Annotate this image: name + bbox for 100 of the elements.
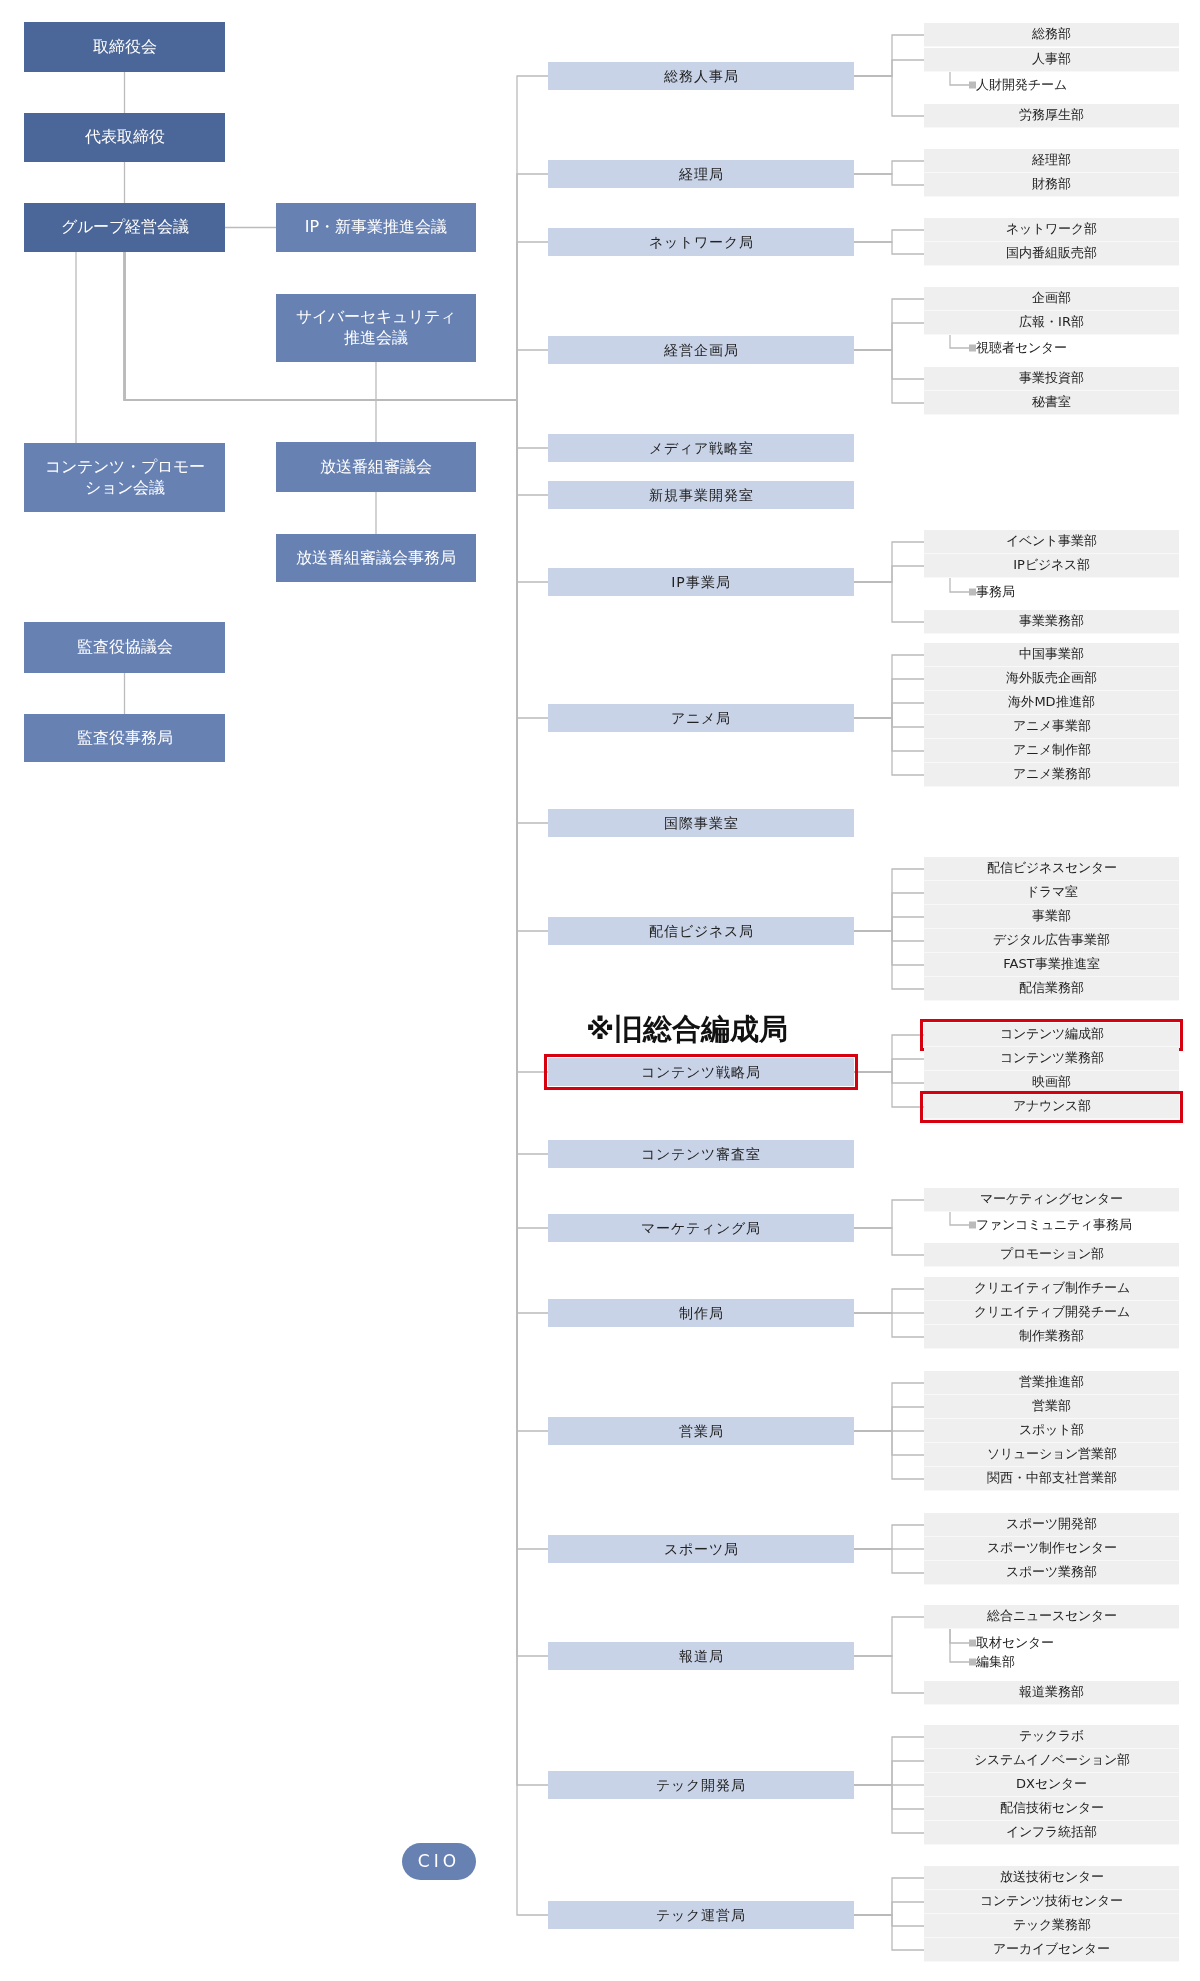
sub-unit-label: 編集部 [976,1652,1176,1672]
department-row: 営業部 [924,1395,1179,1419]
department-row: IPビジネス部 [924,554,1179,578]
connector-line [853,1312,925,1338]
bureau-box: テック運営局 [548,1901,854,1929]
connector-line [853,1227,925,1256]
org-box: IP・新事業推進会議 [276,203,476,252]
department-row: クリエイティブ制作チーム [924,1277,1179,1301]
department-row: アーカイブセンター [924,1938,1179,1962]
sub-unit-label: 事務局 [976,582,1176,602]
department-row: 事業部 [924,905,1179,929]
department-row: 広報・IR部 [924,311,1179,335]
connector-line [853,1430,925,1480]
department-row: FAST事業推進室 [924,953,1179,977]
department-row: 企画部 [924,287,1179,311]
bureau-box: テック開発局 [548,1771,854,1799]
department-row: システムイノベーション部 [924,1749,1179,1773]
department-row: 総合ニュースセンター [924,1605,1179,1629]
department-row: アニメ事業部 [924,715,1179,739]
bureau-box: スポーツ局 [548,1535,854,1563]
connector-line [853,1655,925,1694]
connector-line [949,1628,977,1666]
annotation-text: ※旧総合編成局 [586,1011,789,1048]
connector-line [853,75,925,117]
department-row: クリエイティブ開発チーム [924,1301,1179,1325]
bureau-box: マーケティング局 [548,1214,854,1242]
bureau-box: IP事業局 [548,568,854,596]
department-row: 配信技術センター [924,1797,1179,1821]
connector-line [75,251,77,444]
connector-line [949,71,977,89]
connector-line [123,71,126,114]
sub-unit-label: ファンコミュニティ事務局 [976,1215,1176,1235]
org-box: サイバーセキュリティ推進会議 [276,294,476,362]
org-box: 放送番組審議会事務局 [276,534,476,582]
department-row: コンテンツ業務部 [924,1047,1179,1071]
connector-line [853,1784,925,1834]
org-box: 監査役協議会 [24,622,225,673]
org-box: 監査役事務局 [24,714,225,762]
connector-line [853,241,925,255]
connector-line [375,491,377,535]
bureau-box: 報道局 [548,1642,854,1670]
org-box: 代表取締役 [24,113,225,162]
connector-line [949,577,977,596]
bureau-box: コンテンツ審査室 [548,1140,854,1168]
connector-line [123,672,126,715]
department-row: 制作業務部 [924,1325,1179,1349]
connector-line [123,161,126,204]
connector-line [949,1211,977,1229]
department-row: 海外販売企画部 [924,667,1179,691]
department-row: テック業務部 [924,1914,1179,1938]
department-row: 海外MD推進部 [924,691,1179,715]
department-row: 放送技術センター [924,1866,1179,1890]
org-box: コンテンツ・プロモーション会議 [24,443,225,512]
department-row: スポーツ業務部 [924,1561,1179,1585]
connector-line [949,334,977,352]
sub-unit-label: 取材センター [976,1633,1176,1653]
bureau-box: 国際事業室 [548,809,854,837]
bureau-box: 新規事業開発室 [548,481,854,509]
bureau-box: 総務人事局 [548,62,854,90]
department-row: イベント事業部 [924,530,1179,554]
connector-line [853,717,925,776]
department-row: 配信業務部 [924,977,1179,1001]
department-row: アニメ業務部 [924,763,1179,787]
connector-line [853,581,925,623]
department-row: DXセンター [924,1773,1179,1797]
bureau-box: 制作局 [548,1299,854,1327]
department-row: ソリューション営業部 [924,1443,1179,1467]
connector-line [853,1548,925,1574]
bureau-box: アニメ局 [548,704,854,732]
department-row: 国内番組販売部 [924,242,1179,266]
bureau-box: 経営企画局 [548,336,854,364]
bureau-box: メディア戦略室 [548,434,854,462]
department-row: ネットワーク部 [924,218,1179,242]
department-row: インフラ統括部 [924,1821,1179,1845]
connector-line [853,930,925,990]
department-row: 事業投資部 [924,367,1179,391]
department-row: 配信ビジネスセンター [924,857,1179,881]
org-box: グループ経営会議 [24,203,225,252]
department-row: 経理部 [924,149,1179,173]
department-row: スポーツ開発部 [924,1513,1179,1537]
org-box: 放送番組審議会 [276,442,476,492]
department-row: 関西・中部支社営業部 [924,1467,1179,1491]
department-row: 人事部 [924,48,1179,72]
connector-line [853,349,925,404]
department-row: アニメ制作部 [924,739,1179,763]
connector-line [224,226,277,229]
bureau-box: 配信ビジネス局 [548,917,854,945]
sub-unit-label: 人財開発チーム [976,75,1176,95]
department-row: 中国事業部 [924,643,1179,667]
connector-line [375,361,377,443]
department-row: プロモーション部 [924,1243,1179,1267]
department-row: コンテンツ技術センター [924,1890,1179,1914]
department-row: 営業推進部 [924,1371,1179,1395]
connector-line [853,1914,925,1951]
sub-unit-label: 視聴者センター [976,338,1176,358]
department-row: 財務部 [924,173,1179,197]
org-box: 取締役会 [24,22,225,72]
bureau-box: 営業局 [548,1417,854,1445]
department-row: ドラマ室 [924,881,1179,905]
department-row: スポーツ制作センター [924,1537,1179,1561]
